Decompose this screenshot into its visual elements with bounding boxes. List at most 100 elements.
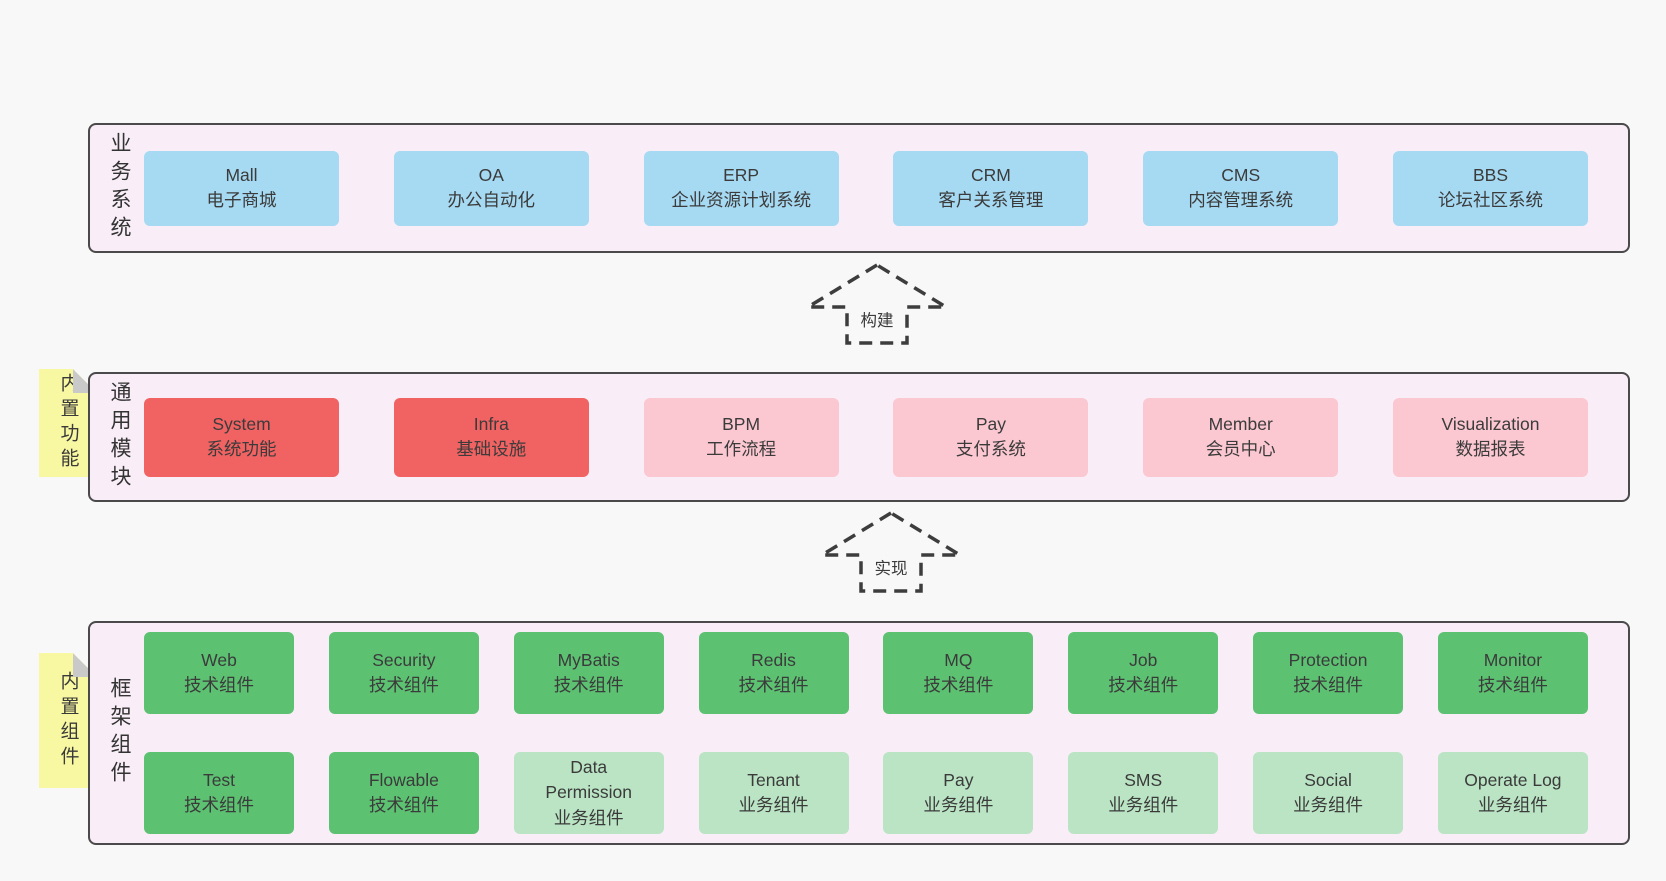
box-subtitle: 技术组件	[553, 675, 624, 695]
sticky-label: 内置功能	[57, 373, 79, 473]
box-subtitle: 业务组件	[738, 795, 809, 815]
box-subtitle: 电子商城	[206, 190, 277, 210]
box-monitor: Monitor 技术组件	[1437, 632, 1588, 714]
box-title: Pay	[943, 769, 974, 790]
box-subtitle: 技术组件	[184, 675, 254, 695]
box-subtitle: 业务组件	[923, 795, 994, 815]
box-oa: OA 办公自动化	[393, 150, 589, 226]
box-title: MQ	[944, 649, 973, 670]
box-title: Pay	[975, 413, 1006, 434]
box-subtitle: 数据报表	[1455, 439, 1526, 459]
box-subtitle: 技术组件	[738, 675, 809, 695]
build-arrow: 构建	[802, 262, 952, 346]
box-sms: SMS 业务组件	[1068, 752, 1219, 834]
box-subtitle: 业务组件	[1477, 795, 1548, 815]
box-crm: CRM 客户关系管理	[893, 150, 1089, 226]
box-subtitle: 工作流程	[706, 439, 777, 459]
box-title: Visualization	[1441, 413, 1540, 434]
box-title: BBS	[1472, 164, 1508, 185]
box-mq: MQ 技术组件	[883, 632, 1034, 714]
box-mall: Mall 电子商城	[144, 150, 339, 226]
box-subtitle: 系统功能	[206, 439, 277, 459]
box-subtitle: 技术组件	[1293, 675, 1364, 695]
box-subtitle: 支付系统	[955, 439, 1026, 459]
box-bbs: BBS 论坛社区系统	[1392, 150, 1588, 226]
box-title: Monitor	[1483, 649, 1543, 670]
arrow-label: 构建	[856, 306, 898, 332]
box-subtitle: 企业资源计划系统	[671, 190, 812, 210]
box-title: Job	[1129, 649, 1158, 670]
box-infra: Infra 基础设施	[393, 397, 589, 477]
box-redis: Redis 技术组件	[698, 632, 849, 714]
section-label-business-systems: 业务系统	[108, 132, 131, 244]
box-subtitle: 业务组件	[1293, 795, 1364, 815]
box-title: Social	[1304, 769, 1352, 790]
box-subtitle: 业务组件	[1108, 795, 1179, 815]
implement-arrow: 实现	[816, 510, 966, 594]
business-systems-row: Mall 电子商城 OA 办公自动化 ERP 企业资源计划系统 CRM 客户关系…	[144, 125, 1588, 251]
common-modules-row: System 系统功能 Infra 基础设施 BPM 工作流程 Pay 支付系统…	[144, 374, 1588, 500]
box-bpm: BPM 工作流程	[643, 397, 839, 477]
arrow-label: 实现	[870, 554, 912, 580]
section-framework-components: 框架组件 Web 技术组件 Security 技术组件 MyBatis 技术组件…	[88, 621, 1630, 845]
box-tenant: Tenant 业务组件	[698, 752, 849, 834]
box-title: CMS	[1221, 164, 1261, 185]
box-security: Security 技术组件	[328, 632, 479, 714]
box-pay: Pay 支付系统	[893, 397, 1089, 477]
box-subtitle: 办公自动化	[447, 190, 536, 210]
box-title: Flowable	[368, 769, 439, 790]
box-pay-biz: Pay 业务组件	[883, 752, 1034, 834]
box-title: BPM	[722, 413, 761, 434]
dashed-up-arrow-icon	[802, 262, 952, 345]
box-subtitle: 技术组件	[923, 675, 994, 695]
box-title: Tenant	[747, 769, 800, 790]
box-test: Test 技术组件	[144, 752, 294, 834]
box-mybatis: MyBatis 技术组件	[513, 632, 664, 714]
framework-components-grid: Web 技术组件 Security 技术组件 MyBatis 技术组件 Redi…	[144, 623, 1588, 843]
box-subtitle: 客户关系管理	[938, 190, 1044, 210]
box-system: System 系统功能	[144, 397, 339, 477]
box-subtitle: 技术组件	[184, 795, 254, 815]
box-subtitle: 技术组件	[368, 675, 439, 695]
box-title: Operate Log	[1464, 769, 1562, 790]
box-subtitle: 基础设施	[456, 439, 527, 459]
box-data-permission: Data Permission 业务组件	[513, 752, 664, 834]
box-subtitle: 技术组件	[1108, 675, 1179, 695]
box-title: Infra	[473, 413, 509, 434]
box-title: ERP	[723, 164, 760, 185]
box-subtitle: 技术组件	[1477, 675, 1548, 695]
box-title: Redis	[751, 649, 796, 670]
box-title: System	[212, 413, 271, 434]
box-title: Web	[201, 649, 237, 670]
box-operate-log: Operate Log 业务组件	[1437, 752, 1588, 834]
box-title: Protection	[1288, 649, 1368, 670]
dashed-up-arrow-icon	[816, 510, 966, 593]
box-subtitle: 业务组件	[553, 807, 624, 828]
box-subtitle: 论坛社区系统	[1437, 190, 1543, 210]
box-member: Member 会员中心	[1143, 397, 1339, 477]
section-label-framework-components: 框架组件	[108, 677, 131, 789]
box-title: Security	[372, 649, 436, 670]
box-web: Web 技术组件	[144, 632, 294, 714]
box-flowable: Flowable 技术组件	[328, 752, 479, 834]
section-common-modules: 通用模块 System 系统功能 Infra 基础设施 BPM 工作流程 Pay…	[88, 372, 1630, 502]
box-title: SMS	[1124, 769, 1163, 790]
tech-components-row: Web 技术组件 Security 技术组件 MyBatis 技术组件 Redi…	[144, 623, 1588, 723]
box-cms: CMS 内容管理系统	[1143, 150, 1339, 226]
box-title: Test	[202, 769, 236, 790]
box-subtitle: 技术组件	[368, 795, 439, 815]
box-title: Data Permission	[545, 756, 632, 803]
box-title: Mall	[225, 164, 258, 185]
section-business-systems: 业务系统 Mall 电子商城 OA 办公自动化 ERP 企业资源计划系统 CRM…	[88, 123, 1630, 253]
box-job: Job 技术组件	[1068, 632, 1219, 714]
box-subtitle: 内容管理系统	[1188, 190, 1294, 210]
box-subtitle: 会员中心	[1205, 439, 1276, 459]
box-title: CRM	[970, 164, 1011, 185]
box-title: OA	[478, 164, 504, 185]
sticky-label: 内置组件	[57, 670, 79, 771]
box-title: Member	[1208, 413, 1273, 434]
box-title: MyBatis	[557, 649, 620, 670]
box-visualization: Visualization 数据报表	[1392, 397, 1588, 477]
section-label-common-modules: 通用模块	[108, 381, 131, 493]
box-social: Social 业务组件	[1253, 752, 1404, 834]
